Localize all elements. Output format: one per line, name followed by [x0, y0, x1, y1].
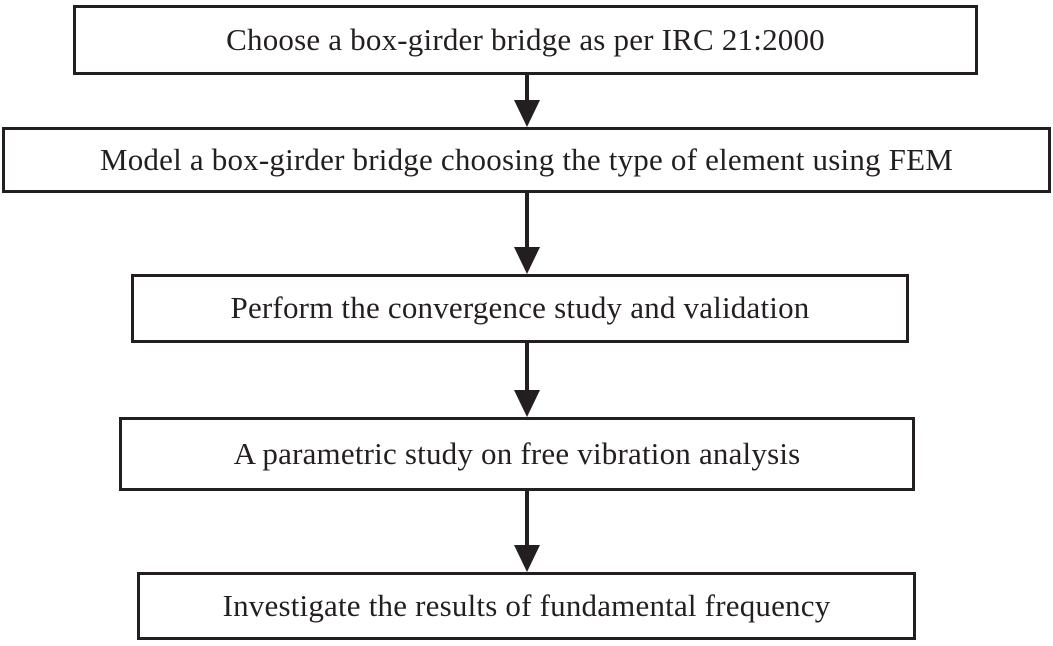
arrow-shaft [525, 193, 529, 247]
down-arrow-icon [514, 343, 540, 417]
arrow-shaft [525, 343, 529, 390]
flow-step-label: Model a box-girder bridge choosing the t… [99, 141, 954, 177]
arrow-head [514, 247, 540, 274]
flow-step-convergence-study: Perform the convergence study and valida… [131, 274, 909, 343]
flow-step-label: Investigate the results of fundamental f… [222, 587, 831, 623]
flow-step-label: Perform the convergence study and valida… [230, 290, 810, 326]
arrow-shaft [525, 491, 529, 545]
flow-step-label: Choose a box-girder bridge as per IRC 21… [226, 21, 825, 57]
down-arrow-icon [514, 491, 540, 572]
arrow-head [514, 390, 540, 417]
flow-step-choose-bridge: Choose a box-girder bridge as per IRC 21… [73, 5, 978, 75]
arrow-shaft [525, 75, 529, 100]
flow-step-parametric-study: A parametric study on free vibration ana… [119, 417, 915, 491]
flow-step-investigate-results: Investigate the results of fundamental f… [137, 572, 916, 640]
down-arrow-icon [514, 75, 540, 127]
arrow-head [514, 545, 540, 572]
down-arrow-icon [514, 193, 540, 274]
flow-step-label: A parametric study on free vibration ana… [233, 435, 801, 471]
arrow-head [514, 100, 540, 127]
flow-step-model-bridge-fem: Model a box-girder bridge choosing the t… [2, 127, 1051, 193]
